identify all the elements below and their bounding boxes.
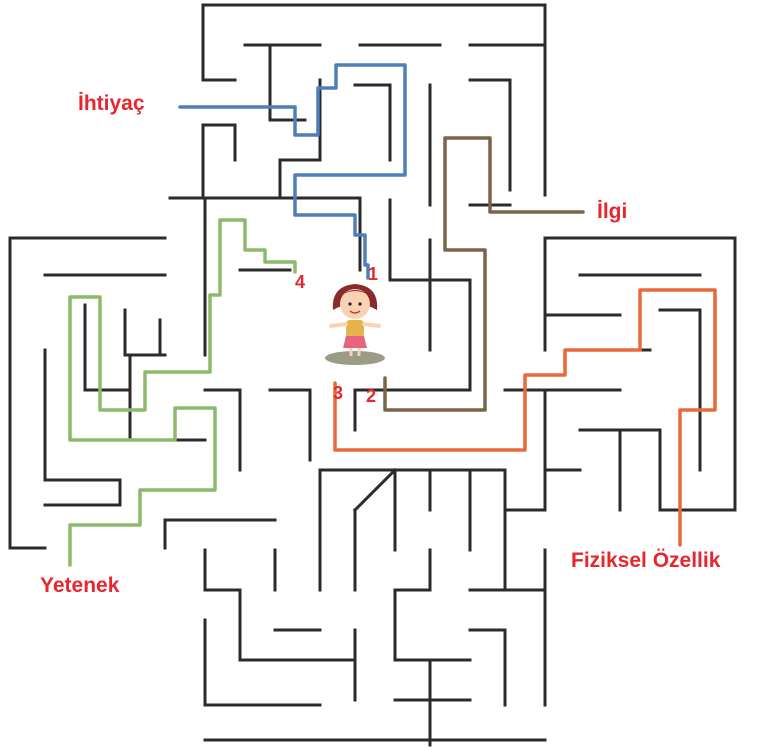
skirt <box>343 336 367 348</box>
fiziksel-path <box>335 290 715 545</box>
ilgi-path <box>385 138 583 410</box>
shirt <box>346 320 364 338</box>
right-eye <box>358 302 361 305</box>
ground-shadow <box>325 351 385 365</box>
number-3: 3 <box>333 383 343 404</box>
label-ilgi: İlgi <box>597 200 627 224</box>
ihtiyac-path <box>180 65 405 278</box>
label-fiziksel-ozellik: Fiziksel Özellik <box>571 549 720 573</box>
label-yetenek: Yetenek <box>40 574 119 598</box>
left-eye <box>348 302 351 305</box>
girl-figure <box>325 284 385 365</box>
number-1: 1 <box>368 264 378 285</box>
number-2: 2 <box>366 386 376 407</box>
face <box>340 289 370 319</box>
label-ihtiyac: İhtiyaç <box>78 92 145 116</box>
maze-walls <box>10 5 735 745</box>
yetenek-path <box>70 220 295 565</box>
number-4: 4 <box>295 272 305 293</box>
